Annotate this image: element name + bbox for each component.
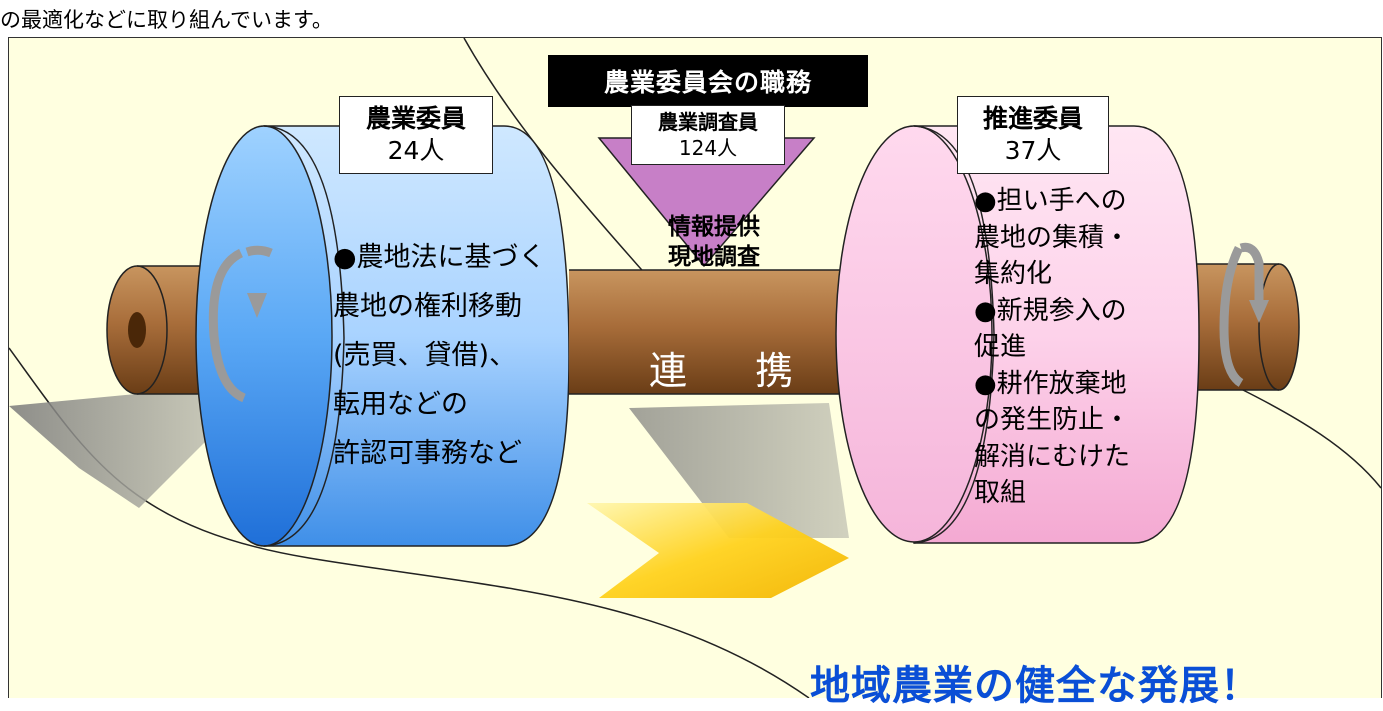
field-curve-1 — [463, 38, 650, 279]
left-description: ●農地法に基づく 農地の権利移動 (売買、貸借)、 転用などの 許認可事務など — [333, 233, 546, 478]
survey-task-2: 現地調査 — [668, 244, 760, 270]
right-axle-end — [1258, 263, 1300, 391]
right-role-name: 推進委員 — [982, 104, 1083, 133]
right-description: ●担い手への 農地の集積・ 集約化 ●新規参入の 促進 ●耕作放棄地 の発生防止… — [974, 183, 1130, 512]
left-role-count: 24人 — [387, 136, 445, 165]
left-desc-line: 転用などの — [333, 389, 468, 420]
left-rotation-icon — [208, 248, 247, 403]
center-shadow — [629, 403, 849, 538]
survey-task-1: 情報提供 — [668, 214, 760, 240]
diagram-canvas — [9, 38, 1381, 698]
diagram-title: 農業委員会の職務 — [548, 55, 868, 107]
right-role-count: 37人 — [1004, 136, 1062, 165]
link-label: 連 携 — [649, 349, 822, 393]
field-curve-3 — [1238, 387, 1381, 489]
right-drum-face — [835, 125, 993, 543]
survey-tasks: 情報提供 現地調査 — [639, 212, 789, 272]
left-desc-line: 許認可事務など — [333, 438, 522, 469]
right-rotation-icon — [1219, 245, 1244, 387]
center-role-name: 農業調査員 — [658, 110, 758, 134]
left-role-box: 農業委員 24人 — [339, 96, 493, 174]
center-axle — [569, 270, 869, 394]
intro-text: の最適化などに取り組んでいます。 — [0, 8, 333, 32]
center-role-count: 124人 — [678, 136, 738, 160]
right-desc-line: 農地の集積・ — [974, 222, 1131, 253]
left-desc-line: 農地の権利移動 — [333, 291, 522, 322]
left-axle-hole — [128, 312, 146, 348]
center-role-box: 農業調査員 124人 — [631, 105, 785, 165]
left-role-name: 農業委員 — [365, 104, 466, 133]
goal-arrow-icon — [587, 503, 849, 598]
left-drum-shadow — [9, 388, 209, 508]
diagram-panel: 農業委員会の職務 農業委員 24人 農業調査員 124人 推進委員 37人 情報… — [8, 37, 1382, 709]
goal-text: 地域農業の健全な発展！ — [810, 663, 1261, 709]
right-desc-line: ●耕作放棄地 — [974, 368, 1127, 399]
left-desc-line: ●農地法に基づく — [333, 242, 546, 273]
right-role-box: 推進委員 37人 — [957, 96, 1109, 174]
right-desc-line: 促進 — [974, 332, 1027, 362]
right-desc-line: の発生防止・ — [974, 405, 1131, 435]
right-desc-line: 取組 — [974, 478, 1027, 508]
right-desc-line: ●新規参入の — [974, 295, 1127, 326]
right-desc-line: 集約化 — [974, 259, 1053, 289]
right-desc-line: ●担い手への — [974, 186, 1127, 216]
left-desc-line: (売買、貸借)、 — [333, 340, 517, 371]
right-desc-line: 解消にむけた — [974, 441, 1131, 472]
